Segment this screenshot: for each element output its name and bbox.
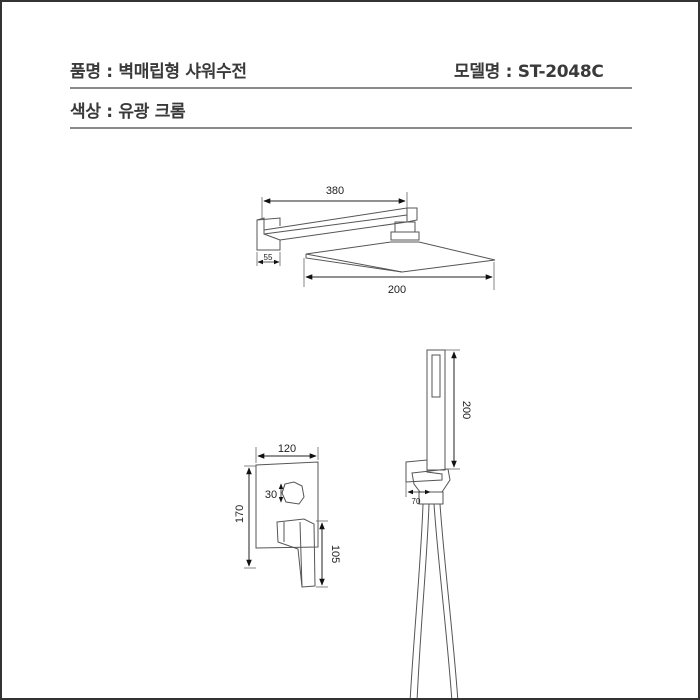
dim-arm-length: 380 xyxy=(326,185,344,197)
shower-arm-drawing xyxy=(256,207,496,273)
header-divider-bottom xyxy=(70,127,632,129)
diverter-valve-dimensions: 120 170 30 105 xyxy=(234,443,341,588)
shower-arm-dimensions: 380 55 200 xyxy=(256,185,495,296)
model-label: 모델명 : ST-2048C xyxy=(454,62,604,82)
dim-plate-height: 170 xyxy=(234,505,246,523)
dim-knob-size: 30 xyxy=(265,489,277,501)
dim-handset-length: 200 xyxy=(460,401,472,419)
hand-shower-drawing xyxy=(405,349,459,698)
color-label: 색상 : 유광 크롬 xyxy=(70,102,186,122)
header-divider-top xyxy=(70,87,632,89)
diverter-valve-drawing xyxy=(255,461,319,588)
dim-holder-depth: 70 xyxy=(412,497,421,506)
hand-shower-dimensions: 200 70 xyxy=(405,349,472,506)
dim-head-width: 200 xyxy=(388,284,406,296)
dim-handle-height: 105 xyxy=(329,545,341,563)
dim-plate-width: 120 xyxy=(278,443,296,455)
product-name-label: 품명 : 벽매립형 샤워수전 xyxy=(70,62,247,82)
dim-wall-flange: 55 xyxy=(264,253,273,262)
